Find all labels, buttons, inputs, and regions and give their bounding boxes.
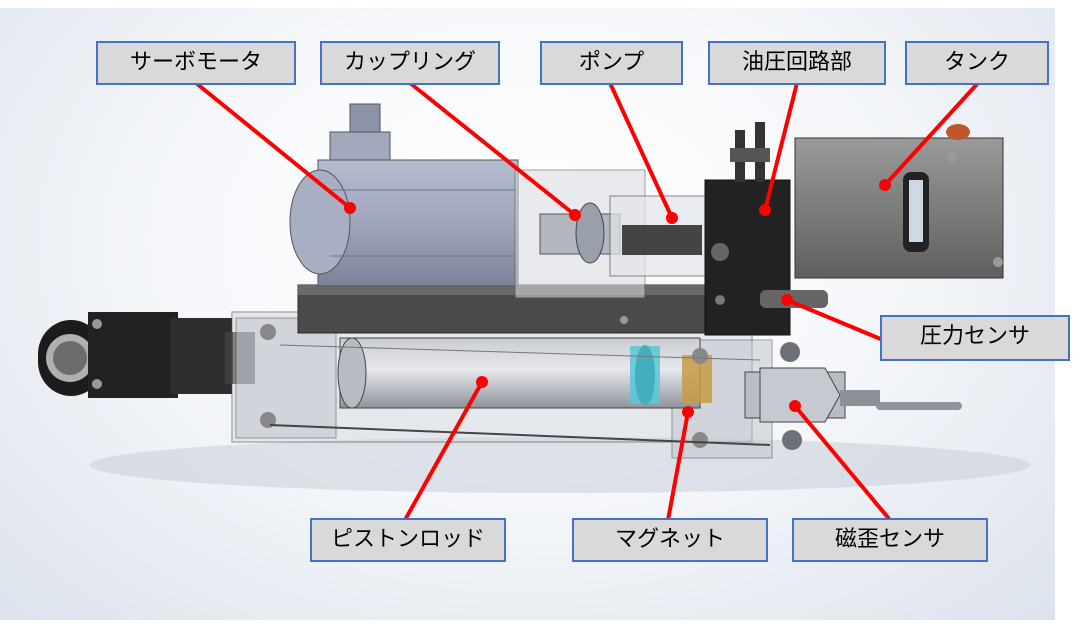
- leader-pump-dot: [666, 212, 678, 224]
- callout-lines: [194, 81, 980, 522]
- leader-pump: [608, 82, 674, 219]
- leader-pressure-sensor: [786, 298, 884, 342]
- label-pressure-sensor: 圧力センサ: [880, 315, 1070, 361]
- leader-magnetostrictive-sensor-dot: [789, 400, 801, 412]
- leader-coupling: [408, 81, 577, 217]
- leader-pressure-sensor-dot: [781, 294, 793, 306]
- leader-hydraulic-circuit-dot: [759, 204, 771, 216]
- label-magnet: マグネット: [572, 518, 768, 562]
- label-coupling: カップリング: [320, 41, 500, 85]
- label-tank: タンク: [905, 41, 1049, 85]
- leader-servo-motor-dot: [344, 202, 356, 214]
- floor-shadow: [90, 437, 1030, 493]
- label-pump: ポンプ: [540, 41, 683, 85]
- leader-servo-motor: [194, 81, 352, 210]
- tank-body: [794, 124, 1004, 279]
- cylinder-housing: [231, 311, 773, 459]
- leader-magnet: [666, 411, 690, 521]
- hydraulic-circuit-block: [704, 122, 828, 336]
- pump-body: [609, 195, 711, 277]
- leader-tank-dot: [879, 179, 891, 191]
- leader-coupling-dot: [569, 209, 581, 221]
- label-piston-rod: ピストンロッド: [310, 518, 506, 562]
- leader-piston-rod-dot: [476, 376, 488, 388]
- label-magnetostrictive-sensor: 磁歪センサ: [792, 518, 988, 562]
- servo-motor-body: [289, 103, 519, 287]
- base-plate: [297, 284, 719, 334]
- label-servo-motor: サーボモータ: [96, 41, 296, 85]
- magnetostrictive-sensor-body: [744, 342, 962, 450]
- leader-piston-rod: [403, 381, 484, 521]
- coupling-housing: [514, 169, 646, 299]
- rod-end-clevis: [38, 312, 255, 398]
- label-hydraulic-circuit: 油圧回路部: [708, 41, 886, 85]
- leader-tank: [883, 81, 980, 187]
- leader-hydraulic-circuit: [763, 82, 799, 211]
- leader-magnetostrictive-sensor: [793, 404, 892, 522]
- leader-magnet-dot: [682, 406, 694, 418]
